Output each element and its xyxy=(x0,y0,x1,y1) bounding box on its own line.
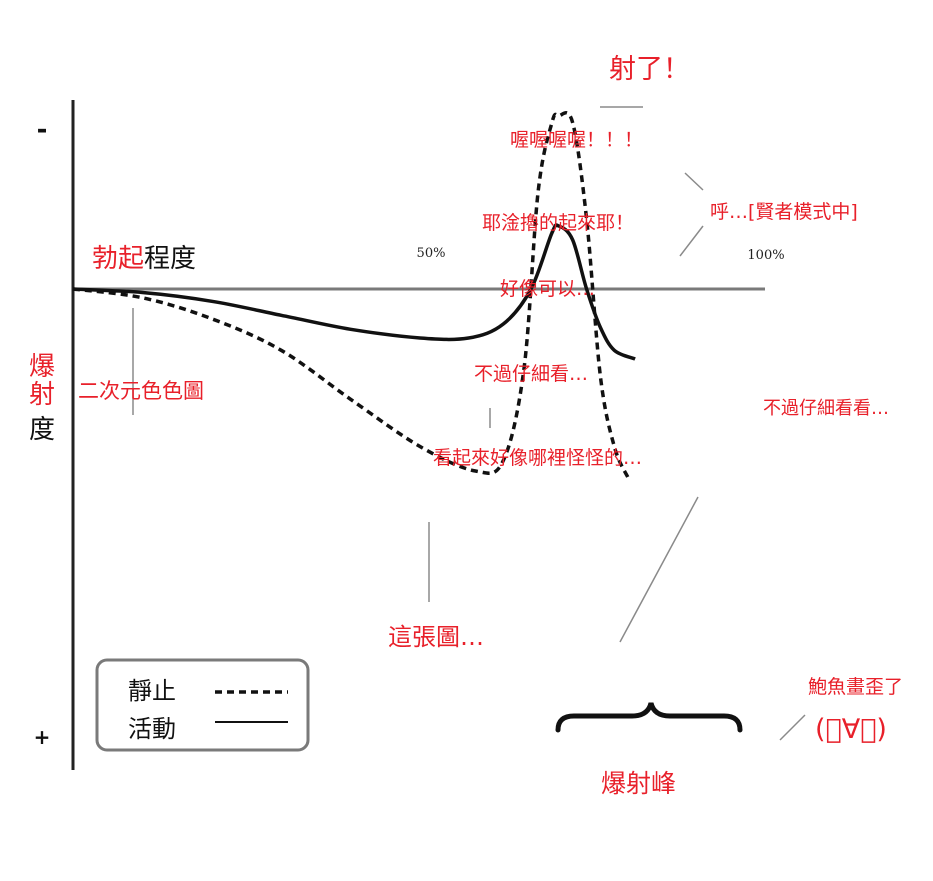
y-axis-title-char-1: 爆 xyxy=(29,352,55,382)
leader-line-sage-1 xyxy=(684,172,704,191)
y-axis-bottom-label: + xyxy=(34,725,51,749)
x-axis-title-part-1: 勃起 xyxy=(92,244,144,274)
annotation-look-closer: 不過仔細看… xyxy=(474,363,588,385)
annotation-sage-mode: 呼…[賢者模式中] xyxy=(710,201,858,223)
peak-brace xyxy=(555,702,743,733)
annotation-shot: 射了！ xyxy=(609,54,690,85)
annotation-look-closer-closer: 不過仔細看看… xyxy=(763,398,889,419)
annotation-maybe-ok: 好像可以… xyxy=(500,278,595,300)
annotation-peak: 爆射峰 xyxy=(601,769,676,798)
x-tick-label-50: 50% xyxy=(417,246,446,261)
leader-line-sage-2 xyxy=(679,225,704,257)
leader-line-abalone xyxy=(779,714,806,741)
legend-box xyxy=(95,658,310,752)
series-line-active xyxy=(72,223,636,361)
y-axis-title-char-3: 度 xyxy=(29,415,55,445)
legend: 靜止 活動 xyxy=(95,658,310,752)
y-axis-title-char-2: 射 xyxy=(29,380,55,410)
annotation-abalone: 鮑魚畫歪了 xyxy=(808,676,903,698)
annotation-kaomoji: (ﾟ∀。) xyxy=(815,714,887,745)
legend-label-active: 活動 xyxy=(128,715,176,743)
legend-label-still: 靜止 xyxy=(128,677,176,705)
x-tick-label-100: 100% xyxy=(747,248,784,263)
annotation-its-a-trap: 耶淦擼的起來耶！ xyxy=(482,212,634,234)
annotation-weird: 看起來好像哪裡怪怪的… xyxy=(433,447,642,469)
leader-line-peak xyxy=(619,496,699,643)
annotation-erotic-pic: 二次元色色圖 xyxy=(78,379,204,403)
series-line-still xyxy=(72,111,630,479)
y-axis-top-label: - xyxy=(37,115,48,145)
annotation-oh-oh: 喔喔喔喔！！！ xyxy=(510,129,643,151)
annotation-this-pic: 這張圖… xyxy=(388,623,484,651)
x-axis-title: 勃起程度 xyxy=(92,244,196,274)
x-axis-title-part-2: 程度 xyxy=(144,244,196,274)
